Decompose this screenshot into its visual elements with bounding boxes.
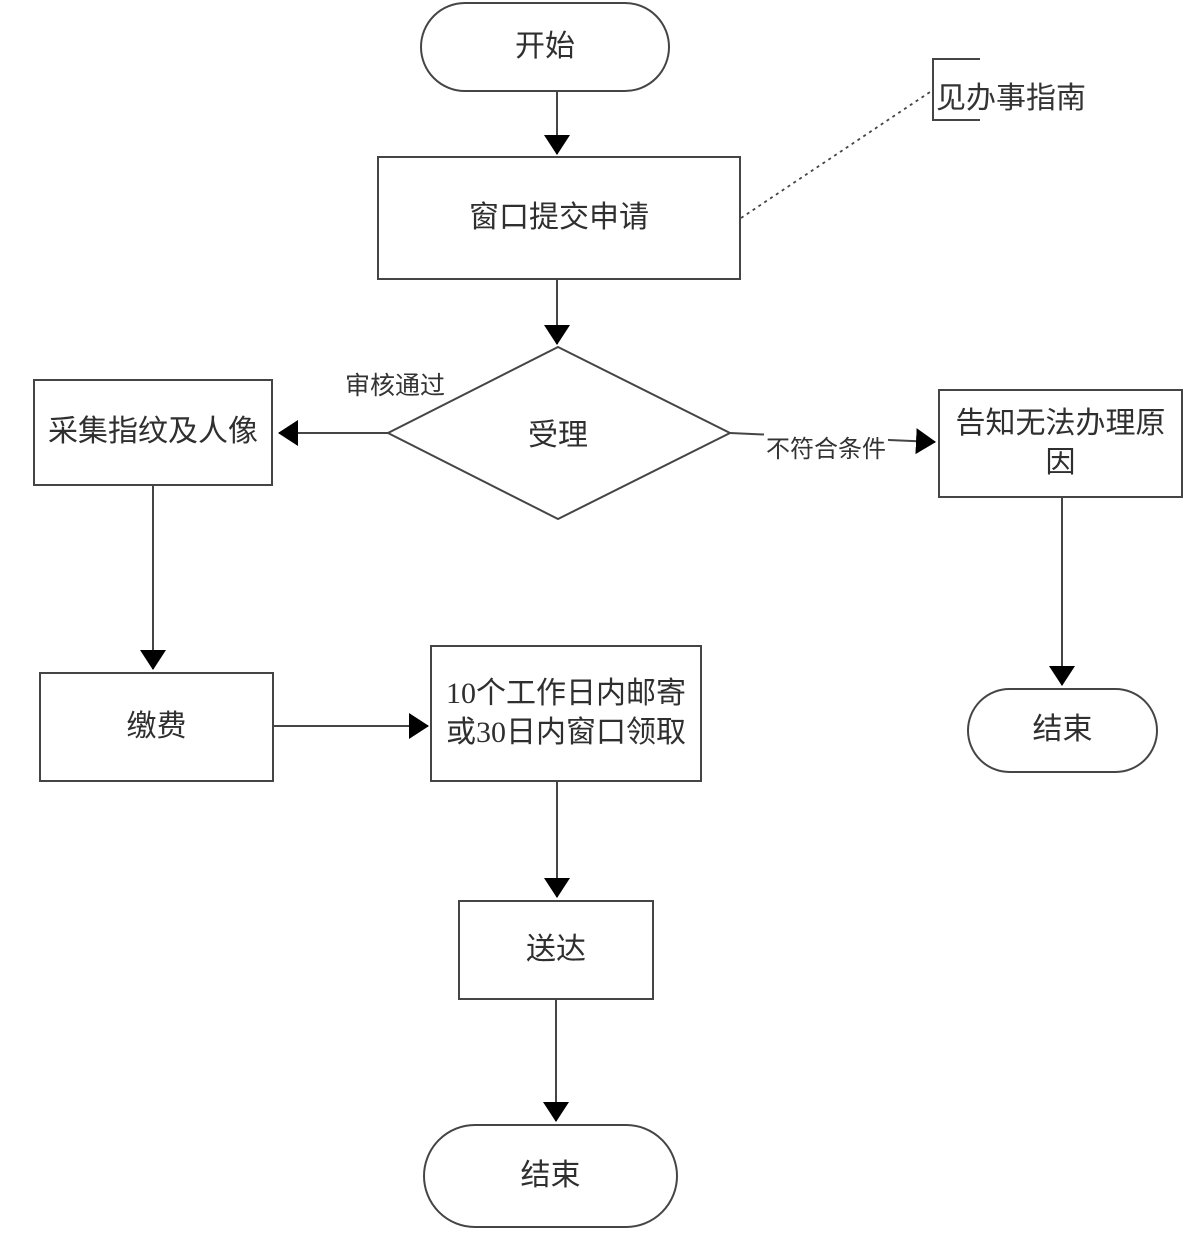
annotation-service-guide: 见办事指南 (936, 82, 1086, 115)
node-end-bottom: 结束 (423, 1124, 678, 1228)
node-collect-fingerprints: 采集指纹及人像 (33, 379, 273, 486)
node-end-bottom-label: 结束 (520, 1158, 581, 1192)
node-inform-line1: 告知无法办理原 (955, 407, 1166, 441)
node-inform-reason: 告知无法办理原 因 (938, 389, 1183, 498)
node-accept-label: 受理 (528, 419, 588, 452)
edge-label-rejected: 不符合条件 (764, 429, 888, 464)
node-submit-application: 窗口提交申请 (377, 156, 741, 280)
node-collect-label: 采集指纹及人像 (48, 415, 258, 449)
node-mail-line1: 10个工作日内邮寄 (446, 677, 686, 711)
node-accept-decision: 受理 (458, 411, 658, 453)
annotation-dotted-line (740, 91, 931, 219)
node-inform-line2: 因 (1045, 445, 1076, 479)
node-start: 开始 (420, 2, 670, 92)
node-end-right-label: 结束 (1032, 713, 1093, 747)
node-pay-label: 缴费 (126, 709, 187, 743)
decision-diamond-shape (385, 345, 733, 521)
node-deliver: 送达 (458, 900, 654, 1000)
node-submit-label: 窗口提交申请 (469, 200, 649, 234)
node-mail-line2: 或30日内窗口领取 (446, 715, 686, 749)
node-start-label: 开始 (515, 29, 575, 63)
node-pay-fee: 缴费 (39, 672, 274, 782)
edge-label-approved: 审核通过 (345, 373, 446, 400)
node-inform-label: 告知无法办理原 因 (956, 405, 1166, 482)
node-deliver-label: 送达 (526, 932, 586, 966)
node-mail-or-pickup: 10个工作日内邮寄 或30日内窗口领取 (430, 645, 702, 782)
annotation-bracket (932, 58, 980, 121)
node-mail-label: 10个工作日内邮寄 或30日内窗口领取 (446, 675, 686, 752)
node-end-right: 结束 (967, 688, 1158, 773)
